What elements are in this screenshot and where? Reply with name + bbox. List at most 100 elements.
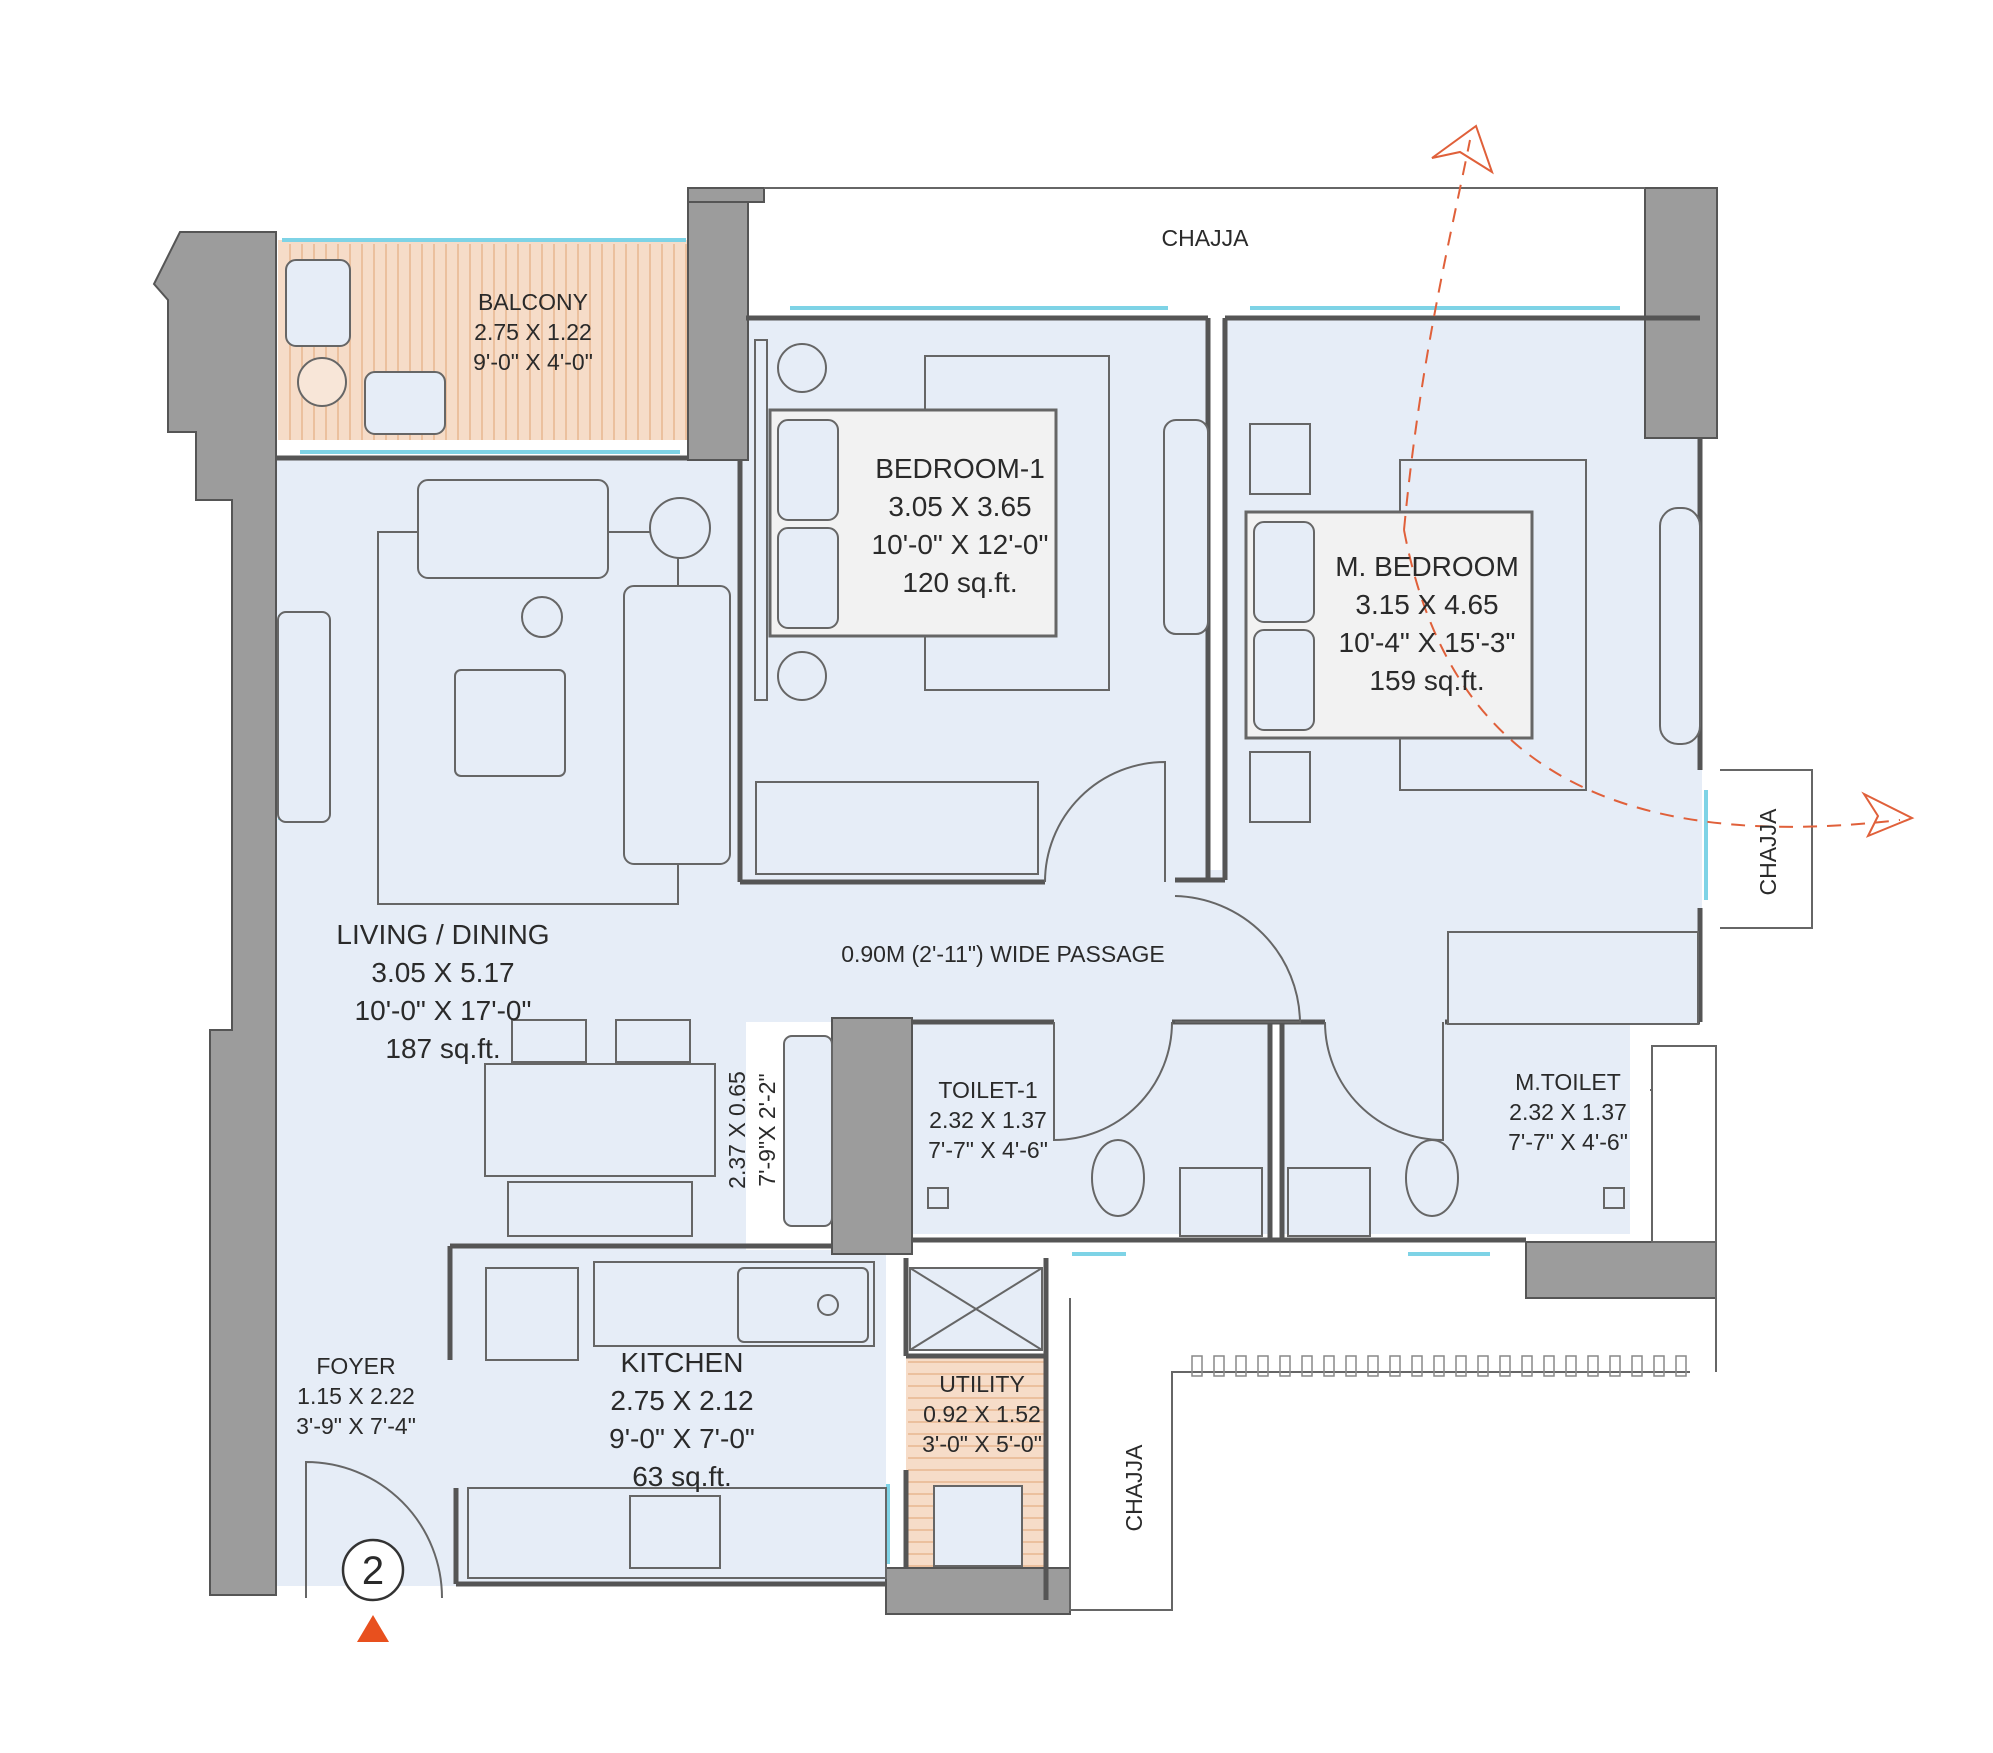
toilet1-dim-m: 2.32 X 1.37: [929, 1107, 1047, 1133]
mbed-pillow-2: [1253, 629, 1315, 731]
wall-kitchen-bottom: [885, 1567, 1071, 1615]
chajja-right: CHAJJA: [1755, 808, 1781, 896]
wall-left-exterior: [152, 231, 277, 1596]
balcony-chair-1: [285, 259, 351, 347]
bed1-wall-strip: [754, 339, 768, 701]
utility-dim-ft: 3'-0" X 5'-0": [922, 1431, 1042, 1457]
door-bedroom1: [1044, 760, 1166, 883]
bedroom1-dim-ft: 10'-0" X 12'-0": [872, 529, 1049, 560]
walls: [152, 187, 1718, 1615]
mbed-pillow-1: [1253, 521, 1315, 623]
mtoilet-name: M.TOILET: [1515, 1069, 1621, 1095]
mbed-dim-m: 3.15 X 4.65: [1355, 589, 1498, 620]
utility-dim-m: 0.92 X 1.52: [923, 1401, 1041, 1427]
mbed-wardrobe: [1447, 931, 1699, 1025]
unit-number-circle: [341, 1538, 405, 1602]
living-dim-m: 3.05 X 5.17: [371, 957, 514, 988]
arrow-head-top: [1431, 124, 1494, 175]
mtoilet-fixture: [1603, 1187, 1625, 1209]
sofa-top: [417, 479, 609, 579]
wall-master-right-top: [1644, 187, 1718, 439]
kitchen-dim-ft: 9'-0" X 7'-0": [609, 1423, 755, 1454]
balcony-dim-m: 2.75 X 1.22: [474, 319, 592, 345]
toilet1-basin: [1179, 1167, 1263, 1237]
mtoilet-basin: [1287, 1167, 1371, 1237]
balcony-table: [297, 357, 347, 407]
kitchen-sink: [737, 1267, 869, 1343]
chajja-top: CHAJJA: [1162, 225, 1250, 251]
door-swings: [305, 760, 1444, 1599]
bedroom1-area: 120 sq.ft.: [902, 567, 1017, 598]
utility-name: UTILITY: [939, 1371, 1025, 1397]
side-table-2: [521, 596, 563, 638]
foyer-dim-m: 1.15 X 2.22: [297, 1383, 415, 1409]
sofa-right: [623, 585, 731, 865]
toilet1-name: TOILET-1: [938, 1077, 1037, 1103]
bed1-wardrobe: [755, 781, 1039, 875]
dining-chair-1: [511, 1019, 587, 1063]
kitchen-area: 63 sq.ft.: [632, 1461, 732, 1492]
niche-dim-ft: 7'-9"X 2'-2": [754, 1073, 780, 1186]
foyer-dim-ft: 3'-9" X 7'-4": [296, 1413, 416, 1439]
room-labels: BALCONY 2.75 X 1.22 9'-0" X 4'-0" CHAJJA…: [296, 225, 1781, 1531]
mbed-side-unit: [1659, 507, 1701, 745]
wall-niche-pillar: [831, 1017, 913, 1255]
foyer-name: FOYER: [316, 1353, 395, 1379]
balcony-chair-2: [364, 371, 446, 435]
mbed-area: 159 sq.ft.: [1369, 665, 1484, 696]
mbed-nightstand-1: [1249, 423, 1311, 495]
wall-balcony-right: [687, 187, 749, 461]
door-toilet1: [1053, 1021, 1173, 1142]
balcony-dim-ft: 9'-0" X 4'-0": [473, 349, 593, 375]
shoe-rack: [1651, 1045, 1717, 1243]
living-name: LIVING / DINING: [336, 919, 549, 950]
kitchen-hob: [629, 1495, 721, 1569]
dining-chair-2: [615, 1019, 691, 1063]
kitchen-fridge: [485, 1267, 579, 1361]
bed1-nightstand-2: [777, 651, 827, 701]
entry-triangle: [357, 1615, 389, 1642]
interior-walls: [276, 315, 1703, 1600]
mbed-nightstand-2: [1249, 751, 1311, 823]
bed1-pillow-2: [777, 527, 839, 629]
mbed-dim-ft: 10'-4" X 15'-3": [1339, 627, 1516, 658]
toilet1-dim-ft: 7'-7" X 4'-6": [928, 1137, 1048, 1163]
bed1-pillow-1: [777, 419, 839, 521]
bed1-nightstand-1: [777, 343, 827, 393]
bedroom1-name: BEDROOM-1: [875, 453, 1045, 484]
console: [507, 1181, 693, 1237]
sink-drain: [817, 1294, 839, 1316]
mbed-name: M. BEDROOM: [1335, 551, 1519, 582]
unit-number: 2: [362, 1549, 384, 1593]
door-entry: [305, 1460, 443, 1599]
niche-dim-m: 2.37 X 0.65: [724, 1071, 750, 1189]
arrow-head-right: [1861, 791, 1915, 838]
chajja-bottom: CHAJJA: [1121, 1444, 1147, 1532]
side-table-lamp: [649, 497, 711, 559]
dining-table: [484, 1063, 716, 1177]
kitchen-name: KITCHEN: [621, 1347, 744, 1378]
passage-label: 0.90M (2'-11") WIDE PASSAGE: [841, 941, 1165, 967]
tv-unit: [277, 611, 331, 823]
living-area: 187 sq.ft.: [385, 1033, 500, 1064]
toilet1-wc: [1091, 1139, 1145, 1217]
bed1-side-unit: [1163, 419, 1209, 635]
washing-machine: [933, 1485, 1023, 1567]
swing-arrow: [1403, 124, 1915, 838]
coffee-table: [454, 669, 566, 777]
mtoilet-dim-ft: 7'-7" X 4'-6": [1508, 1129, 1628, 1155]
bedroom1-dim-m: 3.05 X 3.65: [888, 491, 1031, 522]
mtoilet-wc: [1405, 1139, 1459, 1217]
door-mtoilet: [1324, 1021, 1444, 1142]
entry-marker: 2: [341, 1538, 405, 1642]
mtoilet-dim-m: 2.32 X 1.37: [1509, 1099, 1627, 1125]
wall-toilet-bottom-right: [1525, 1241, 1717, 1299]
wall-balcony-right-top: [687, 187, 765, 203]
door-mbed: [1174, 895, 1302, 1023]
chajja-railing: [1191, 1355, 1687, 1377]
toilet1-fixture: [927, 1187, 949, 1209]
living-dim-ft: 10'-0" X 17'-0": [355, 995, 532, 1026]
niche-unit: [783, 1035, 833, 1227]
kitchen-dim-m: 2.75 X 2.12: [610, 1385, 753, 1416]
